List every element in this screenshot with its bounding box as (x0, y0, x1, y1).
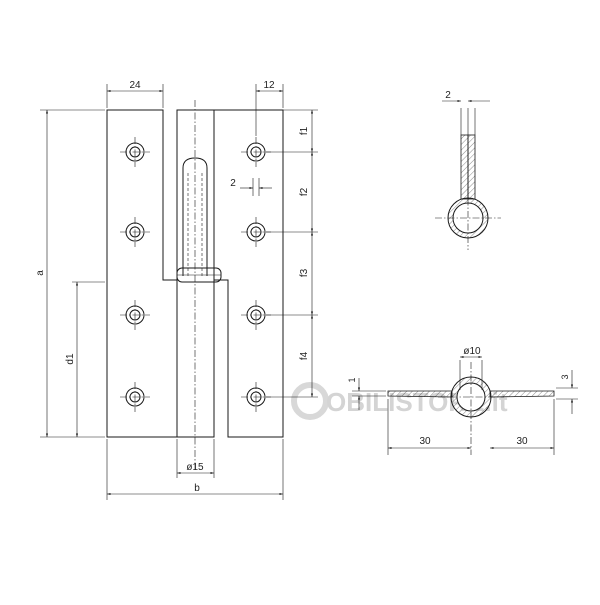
dim-top-right: 12 (255, 80, 284, 136)
left-plate-section (387, 390, 453, 398)
dim-label: 2 (445, 90, 451, 101)
dim-label: 24 (129, 80, 141, 91)
dim-label: ø15 (186, 462, 204, 473)
dim-label: 2 (230, 178, 236, 189)
pitch-label: f3 (299, 268, 310, 277)
dim-thickness: 2 (442, 90, 490, 103)
dim-offset: 2 (230, 178, 272, 196)
screw-hole (241, 137, 271, 167)
plate-section (467, 134, 476, 200)
dim-lower: d1 (65, 281, 105, 437)
bottom-view: ø10 30 30 1 3 (347, 346, 578, 455)
dim-label: 12 (263, 80, 275, 91)
left-holes (120, 137, 150, 412)
dim-top-left: 24 (106, 80, 164, 108)
left-leaf (106, 109, 178, 438)
right-leaf (214, 109, 284, 438)
dim-label: ø10 (463, 346, 481, 357)
dim-right-length: 30 (490, 399, 555, 455)
pin-tip (182, 157, 208, 276)
dim-pin-diameter: ø15 (176, 439, 215, 478)
dim-label: b (194, 483, 200, 494)
dim-label: d1 (65, 353, 76, 365)
screw-hole (120, 382, 150, 412)
dim-label: 3 (560, 374, 570, 379)
plate-section (460, 134, 469, 200)
dim-label: 30 (516, 436, 528, 447)
dim-left-length: 30 (387, 399, 471, 455)
front-view: 24 12 2 f1 f2 (35, 80, 318, 500)
pitch-label: f2 (299, 187, 310, 196)
dim-width: b (106, 439, 284, 500)
dim-plate-thickness: 1 (347, 377, 386, 410)
right-plate-section (489, 390, 555, 398)
pitch-label: f1 (299, 126, 310, 135)
dim-plate-height: 3 (556, 370, 578, 414)
dim-label: a (35, 270, 46, 276)
right-holes (241, 137, 271, 412)
screw-hole (120, 300, 150, 330)
dim-height: a (35, 109, 105, 438)
screw-hole (120, 217, 150, 247)
dim-label: 30 (419, 436, 431, 447)
screw-hole (120, 137, 150, 167)
dim-pitch-chain: f1 f2 f3 f4 (266, 109, 318, 398)
pitch-label: f4 (299, 351, 310, 360)
dim-pin-diameter: ø10 (459, 346, 483, 390)
side-view: 2 (435, 90, 501, 250)
dim-label: 1 (347, 377, 357, 382)
screw-hole (241, 217, 271, 247)
